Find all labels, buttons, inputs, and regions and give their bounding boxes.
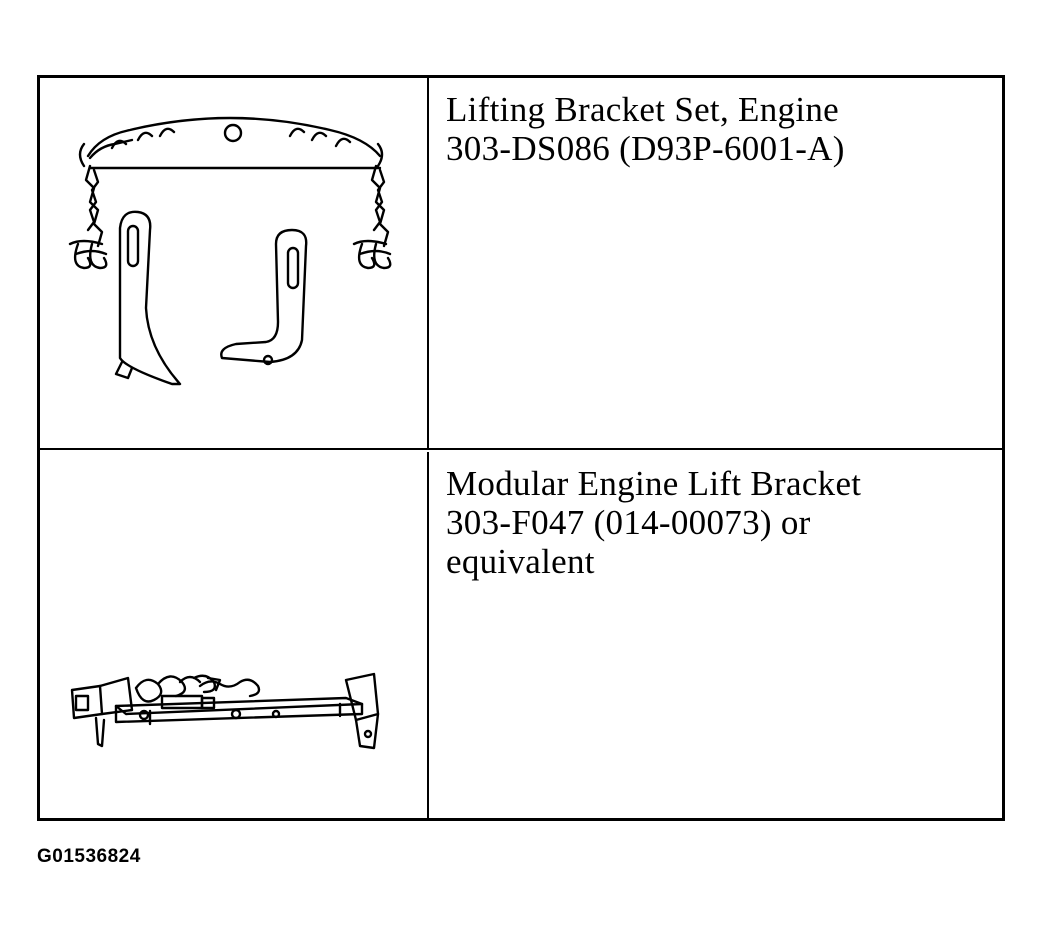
tool-part-number: 303-F047 (014-00073) or [446, 503, 811, 542]
tool-equivalent-note: equivalent [446, 542, 595, 581]
figure-id: G01536824 [37, 846, 141, 867]
modular-engine-lift-bracket-icon [70, 672, 380, 750]
tool-illustration-cell [40, 78, 427, 448]
tool-name: Modular Engine Lift Bracket [446, 464, 862, 503]
special-tools-table: Lifting Bracket Set, Engine 303-DS086 (D… [37, 75, 1005, 821]
tool-description: Modular Engine Lift Bracket 303-F047 (01… [446, 464, 986, 581]
tool-illustration-cell [40, 452, 427, 818]
engine-lifting-bracket-set-icon [68, 116, 392, 386]
column-divider [427, 78, 429, 448]
tool-name: Lifting Bracket Set, Engine [446, 90, 839, 129]
tool-description: Lifting Bracket Set, Engine 303-DS086 (D… [446, 90, 986, 168]
tool-row: Modular Engine Lift Bracket 303-F047 (01… [40, 452, 1002, 818]
tool-part-number: 303-DS086 (D93P-6001-A) [446, 129, 845, 168]
column-divider [427, 452, 429, 818]
tool-row: Lifting Bracket Set, Engine 303-DS086 (D… [40, 78, 1002, 450]
